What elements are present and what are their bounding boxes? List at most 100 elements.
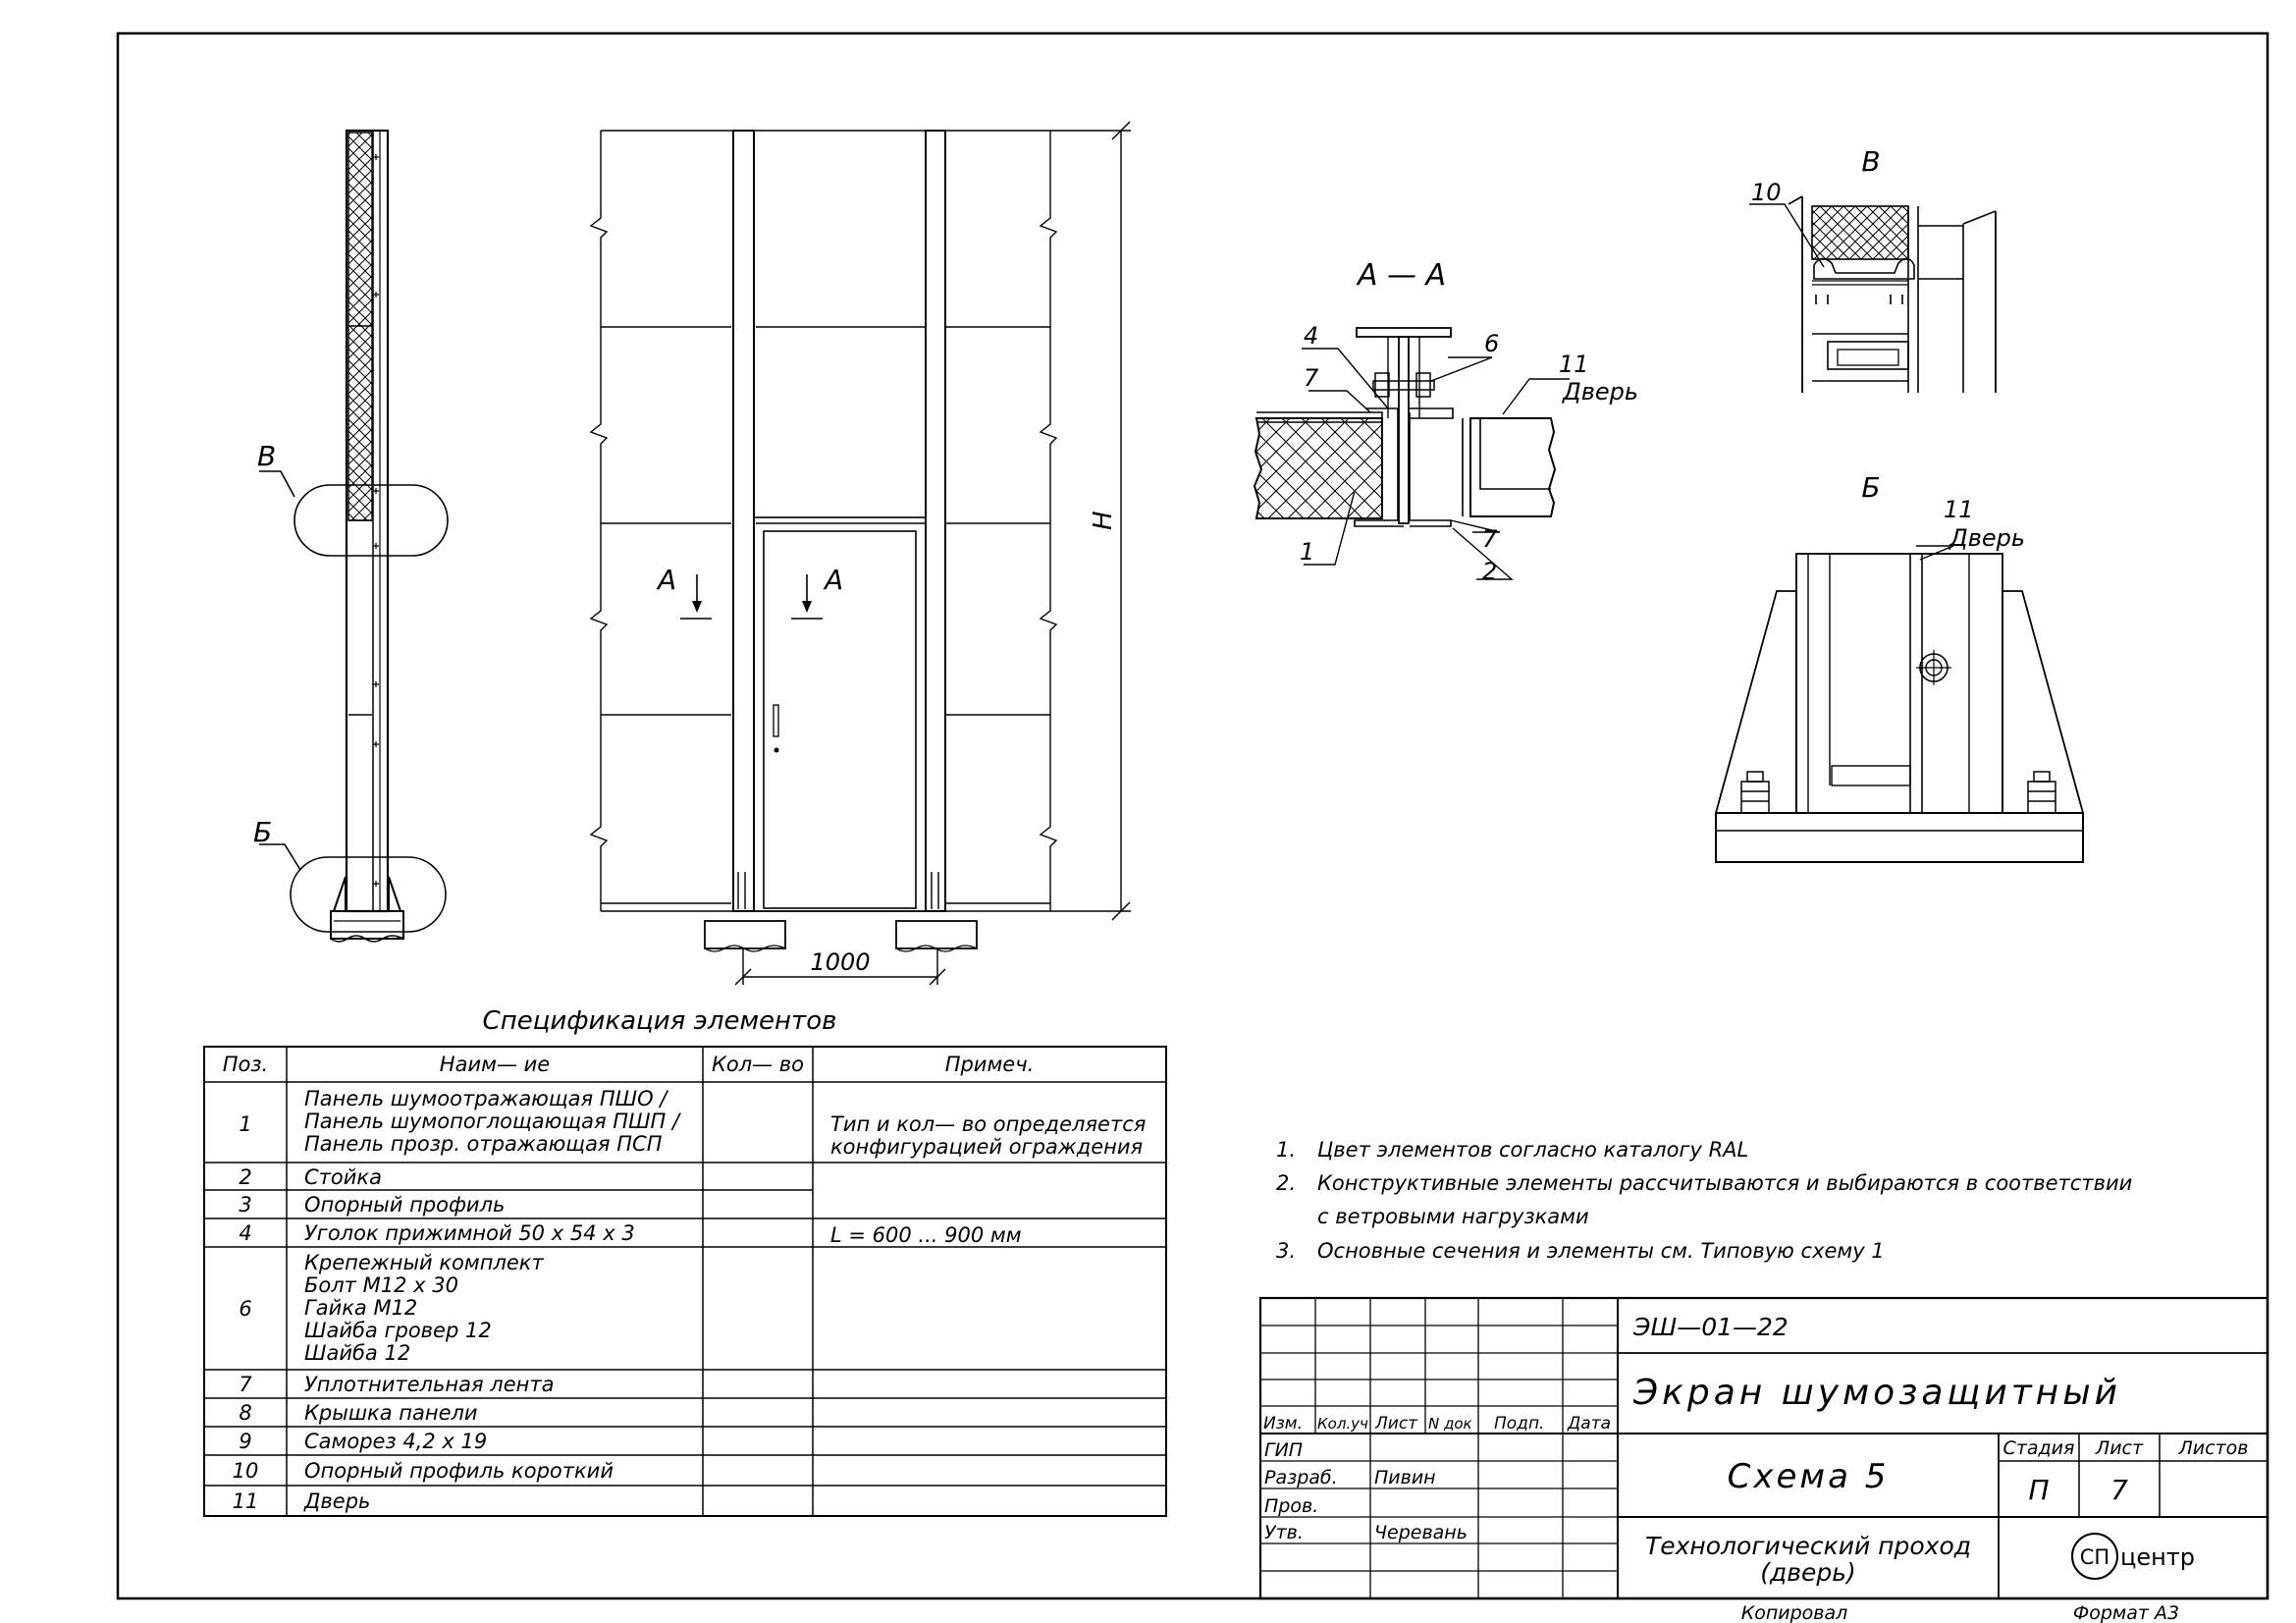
- tb-role: Пров.: [1264, 1495, 1318, 1517]
- table-row: 11 Дверь: [233, 1489, 371, 1513]
- dimension-width: 1000: [810, 948, 870, 976]
- aa-label-7-bottom: 7: [1482, 525, 1498, 553]
- detail-b-base-plate: [1715, 812, 2084, 863]
- front-view: А А H 1000: [589, 121, 1131, 986]
- table-row: 4 Уголок прижимной 50 х 54 х 3 L = 600 .…: [239, 1221, 1021, 1247]
- spec-note: L = 600 ... 900 мм: [830, 1223, 1022, 1247]
- section-aa-title: А — А: [1356, 258, 1446, 293]
- table-row: 6 Крепежный комплект Болт М12 х 30 Гайка…: [239, 1251, 544, 1365]
- spec-note: конфигурацией ограждения: [830, 1135, 1143, 1159]
- title-block: Изм. Кол.уч Лист N док Подп. Дата ГИП Ра…: [1258, 1296, 2269, 1623]
- detail-b-title: Б: [1861, 471, 1880, 504]
- aa-label-door: Дверь: [1562, 378, 1638, 406]
- detail-b-label-door: Дверь: [1949, 524, 2025, 552]
- spec-title: Спецификация элементов: [483, 1006, 837, 1036]
- note-text: с ветровыми нагрузками: [1317, 1205, 1589, 1228]
- section-mark-left: А: [656, 564, 676, 596]
- spec-note: Тип и кол— во определяется: [830, 1112, 1146, 1136]
- aa-label-2: 2: [1482, 558, 1497, 585]
- aa-label-11: 11: [1559, 351, 1589, 378]
- tb-person: Черевань: [1374, 1522, 1468, 1543]
- spec-name: Шайба гровер 12: [304, 1319, 492, 1342]
- post-left: [732, 130, 755, 912]
- spec-pos: 9: [239, 1430, 251, 1453]
- tb-col-podp: Подп.: [1494, 1414, 1544, 1434]
- foot-right: [895, 920, 978, 949]
- aa-label-6: 6: [1484, 330, 1499, 357]
- callout-b-label: Б: [253, 816, 272, 848]
- spec-pos: 6: [239, 1297, 251, 1321]
- tb-sheet: 7: [2110, 1474, 2128, 1506]
- door-handle: [773, 704, 779, 737]
- callout-b-outline: [290, 856, 447, 933]
- detail-b-label-11: 11: [1944, 496, 1974, 523]
- detail-b: Б 11 Дверь: [1715, 471, 2084, 863]
- tb-title: Экран шумозащитный: [1632, 1373, 2121, 1413]
- aa-label-7-top: 7: [1304, 364, 1319, 392]
- tb-col-list: Лист: [1374, 1414, 1418, 1434]
- spec-name: Уголок прижимной 50 х 54 х 3: [304, 1221, 635, 1245]
- detail-v: В 10: [1749, 145, 1997, 393]
- spec-pos: 2: [239, 1165, 251, 1189]
- tb-stage: П: [2028, 1474, 2049, 1506]
- note-text: Конструктивные элементы рассчитываются и…: [1317, 1171, 2132, 1195]
- spec-pos: 11: [233, 1489, 259, 1513]
- spec-header-qty: Кол— во: [712, 1053, 804, 1076]
- spec-pos: 8: [239, 1401, 251, 1425]
- side-view: В Б: [253, 129, 449, 943]
- aa-label-1: 1: [1300, 538, 1314, 566]
- table-row: 8 Крышка панели: [239, 1401, 477, 1425]
- tb-sheets-label: Листов: [2178, 1437, 2249, 1459]
- section-aa: А — А 4 7 6 11 Д: [1253, 258, 1638, 585]
- table-row: 7 Уплотнительная лента: [239, 1373, 554, 1396]
- spec-table: Спецификация элементов Поз. Наим— ие Кол…: [203, 1006, 1167, 1517]
- tb-subtitle: Технологический проход: [1645, 1532, 1971, 1560]
- tb-role: Разраб.: [1264, 1467, 1338, 1488]
- break-line-right: [1039, 131, 1058, 911]
- spec-name: Панель прозр. отражающая ПСП: [304, 1132, 663, 1156]
- spec-pos: 7: [239, 1373, 252, 1396]
- detail-v-panel: [1811, 205, 1909, 260]
- table-row: 9 Саморез 4,2 х 19: [239, 1430, 487, 1453]
- spec-name: Шайба 12: [304, 1341, 410, 1365]
- spec-pos: 1: [239, 1112, 251, 1136]
- table-row: 1 Панель шумоотражающая ПШО / Панель шум…: [239, 1087, 1146, 1159]
- spec-header-note: Примеч.: [945, 1053, 1035, 1076]
- detail-v-title: В: [1861, 145, 1880, 178]
- tb-person: Пивин: [1374, 1467, 1436, 1488]
- spec-pos: 4: [239, 1221, 251, 1245]
- tb-role: Утв.: [1264, 1522, 1304, 1543]
- tb-doc-code: ЭШ—01—22: [1632, 1313, 1789, 1341]
- table-row: 3 Опорный профиль: [239, 1193, 505, 1217]
- note-number: 3.: [1276, 1239, 1296, 1263]
- spec-name: Уплотнительная лента: [304, 1373, 554, 1396]
- tb-role: ГИП: [1264, 1439, 1303, 1461]
- tb-copied: Копировал: [1741, 1602, 1848, 1623]
- break-line-left: [589, 131, 609, 911]
- spec-name: Панель шумопоглощающая ПШП /: [304, 1109, 681, 1133]
- tb-format: Формат А3: [2073, 1602, 2179, 1623]
- table-row: 2 Стойка: [239, 1165, 382, 1189]
- dimension-h: H: [1089, 511, 1118, 530]
- tb-stage-label: Стадия: [2003, 1437, 2075, 1459]
- callout-v-label: В: [257, 440, 276, 472]
- note-number: 1.: [1276, 1138, 1296, 1162]
- spec-name: Саморез 4,2 х 19: [304, 1430, 487, 1453]
- tb-col-data: Дата: [1567, 1414, 1611, 1434]
- tb-sheet-label: Лист: [2095, 1437, 2144, 1459]
- spec-name: Дверь: [303, 1489, 370, 1513]
- tb-scheme: Схема 5: [1728, 1457, 1890, 1496]
- note-number: 2.: [1276, 1171, 1296, 1195]
- company-logo-mark: СП: [2080, 1545, 2109, 1569]
- foot-left: [704, 920, 786, 949]
- spec-name: Опорный профиль: [304, 1193, 505, 1217]
- tb-col-ndok: N док: [1428, 1415, 1472, 1433]
- spec-name: Крепежный комплект: [304, 1251, 544, 1274]
- spec-pos: 3: [239, 1193, 251, 1217]
- aa-panel: [1253, 417, 1383, 519]
- section-mark-right: А: [823, 564, 843, 596]
- general-notes: 1. Цвет элементов согласно каталогу RAL …: [1276, 1138, 2132, 1263]
- spec-name: Опорный профиль короткий: [304, 1459, 614, 1483]
- company-name: центр: [2120, 1543, 2195, 1571]
